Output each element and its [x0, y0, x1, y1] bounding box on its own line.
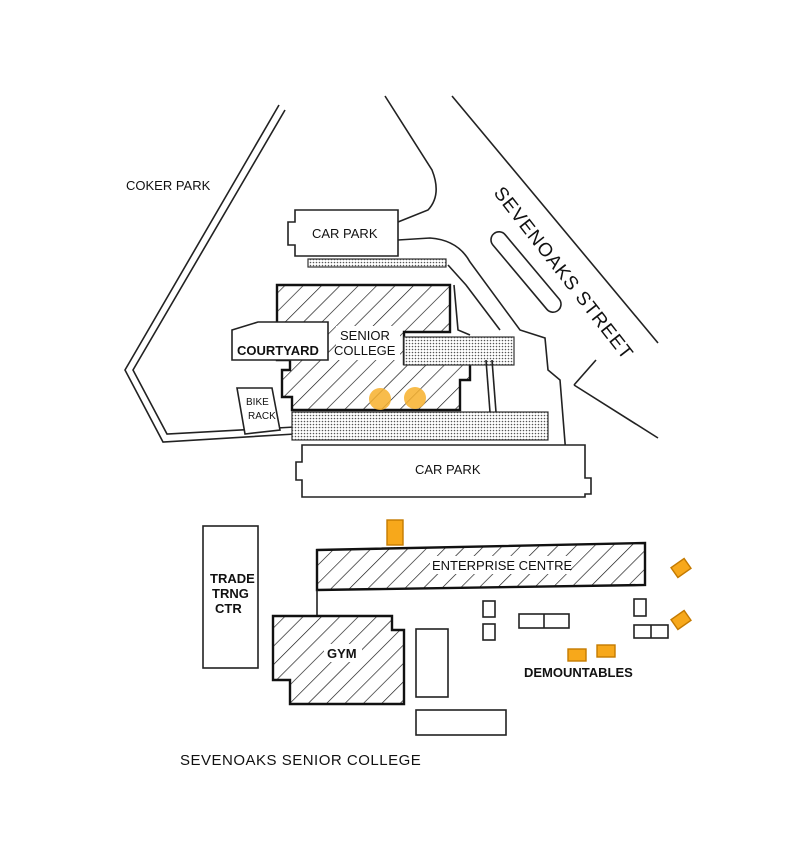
demountables-label: DEMOUNTABLES	[524, 665, 633, 680]
highlight-marker	[670, 609, 692, 631]
highlight-marker	[404, 387, 426, 409]
sevenoaks-street: SEVENOAKS STREET	[451, 95, 659, 439]
senior-college-label-line2: COLLEGE	[334, 343, 396, 358]
demountables: DEMOUNTABLES	[482, 557, 692, 680]
bike-rack: BIKE RACK	[236, 387, 281, 435]
trade-label-line1: TRADE	[210, 571, 255, 586]
coker-park-label: COKER PARK	[126, 178, 211, 193]
access-road	[384, 95, 567, 456]
coker-park-perimeter-path	[124, 104, 296, 443]
outbuilding	[415, 709, 507, 736]
highlight-marker	[596, 644, 616, 658]
trade-training-centre: TRADE TRNG CTR	[202, 525, 259, 669]
trade-label-line2: TRNG	[212, 586, 249, 601]
covered-area-east	[403, 336, 515, 366]
gym-building: GYM	[271, 614, 406, 706]
courtyard: COURTYARD	[231, 321, 329, 361]
trade-label-line3: CTR	[215, 601, 242, 616]
map-title: SEVENOAKS SENIOR COLLEGE	[180, 752, 421, 769]
enterprise-centre-building: ENTERPRISE CENTRE	[315, 519, 647, 592]
bike-rack-label-line1: BIKE	[246, 397, 269, 408]
north-car-park: CAR PARK	[287, 209, 399, 257]
highlight-marker	[369, 388, 391, 410]
senior-college-label-line1: SENIOR	[340, 328, 390, 343]
street-median	[490, 231, 562, 313]
gym-label: GYM	[327, 646, 357, 661]
highlight-marker	[670, 557, 692, 579]
senior-college-building: SENIOR COLLEGE	[275, 283, 472, 412]
north-walkway	[307, 258, 447, 268]
south-car-park: CAR PARK	[295, 444, 592, 498]
highlight-marker	[567, 648, 587, 662]
enterprise-centre-label: ENTERPRISE CENTRE	[432, 558, 572, 573]
outbuilding	[415, 628, 449, 698]
bike-rack-label-line2: RACK	[248, 411, 276, 422]
north-car-park-label: CAR PARK	[312, 226, 378, 241]
courtyard-label: COURTYARD	[237, 343, 319, 358]
south-walkway	[291, 411, 549, 441]
south-car-park-label: CAR PARK	[415, 462, 481, 477]
highlight-marker	[386, 519, 404, 546]
